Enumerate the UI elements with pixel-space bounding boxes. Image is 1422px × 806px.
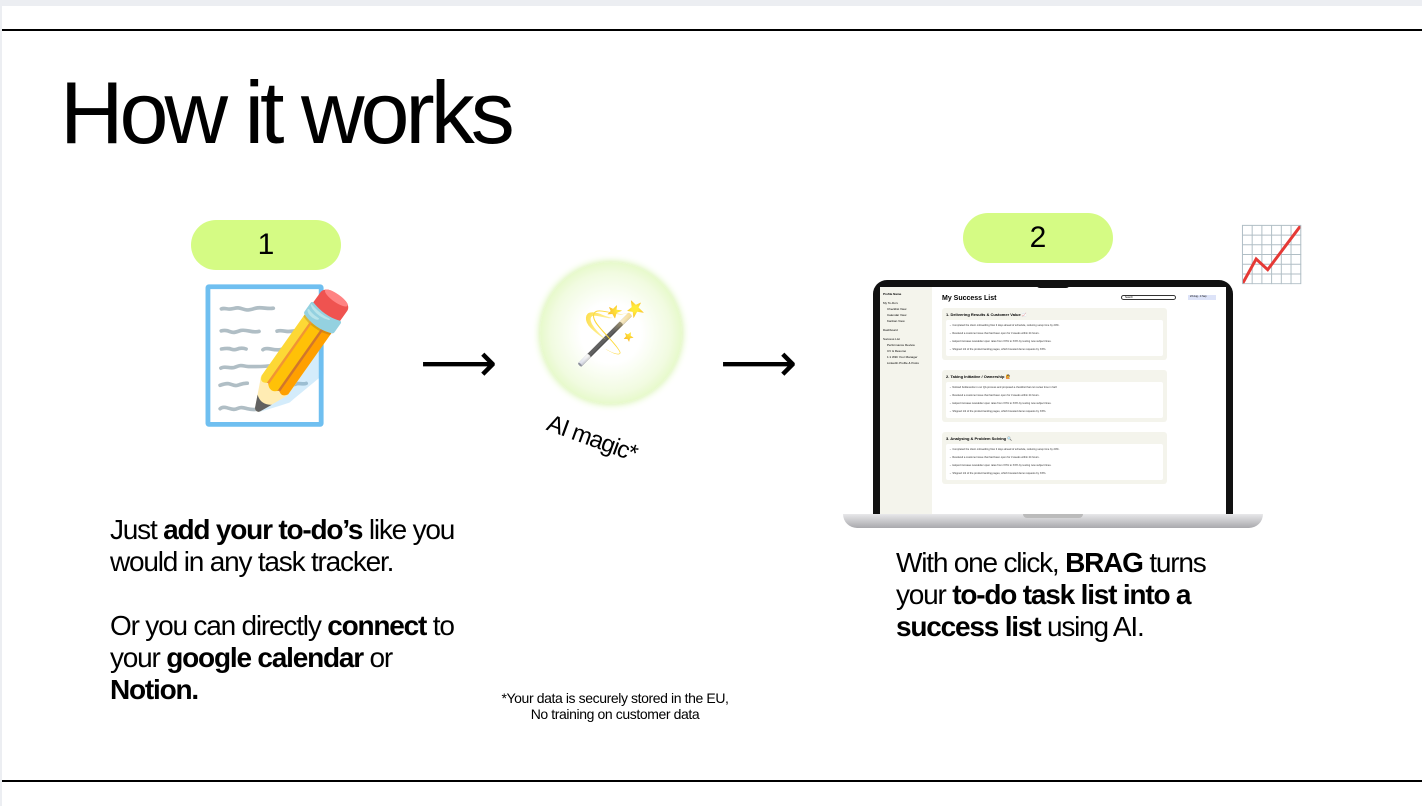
sidebar-item: Kanban View (887, 319, 905, 323)
success-section: 2. Taking Initiative / Ownership 🙋 → Noti… (942, 370, 1167, 422)
list-item: → Helped increase newsletter open rates … (949, 340, 1052, 343)
list-item: → Noticed bottlenecks in our QA process … (949, 386, 1058, 389)
text: turns your (896, 547, 1207, 610)
list-item: → Resolved a customer issue that had bee… (949, 456, 1040, 459)
page-title: How it works (60, 63, 515, 162)
chart-rocket-icon: 📈 (1238, 228, 1305, 282)
step-1-description: Just add your to-do’s like you would in … (110, 514, 490, 706)
laptop-base (843, 514, 1263, 528)
text: Notion. (110, 674, 199, 705)
step-1-badge: 1 (191, 220, 341, 270)
bottom-divider (2, 780, 1422, 782)
text: to your (110, 610, 455, 673)
text: using AI. (1040, 611, 1145, 642)
item-text: Helped increase newsletter open rates fr… (952, 464, 1052, 467)
list-item: → Shipped 1/2 of the product landing pag… (949, 472, 1047, 475)
list-item: → Shipped 1/2 of the product landing pag… (949, 348, 1047, 351)
sidebar-item: CV & Resumé (887, 349, 907, 353)
text: Or you can directly (110, 610, 328, 641)
wand-glyph: 🪄 (573, 299, 649, 367)
footnote-line: No training on customer data (530, 706, 700, 722)
text: to-do task list into a success list (896, 579, 1192, 642)
app-screenshot: Profile Name My To-Do's Checklist View C… (880, 287, 1226, 514)
item-text: Shipped 1/2 of the product landing pages… (952, 348, 1047, 351)
success-section: 1. Delivering Results & Customer Value 📈… (942, 308, 1167, 360)
text: Just (110, 514, 164, 545)
laptop-mockup: Profile Name My To-Do's Checklist View C… (843, 280, 1263, 530)
app-sidebar: Profile Name My To-Do's Checklist View C… (880, 287, 932, 514)
item-text: Completed the client onboarding flow 3 d… (952, 324, 1060, 327)
magic-wand-icon: 🪄 (540, 262, 682, 404)
sidebar-item: Profile Name (883, 292, 902, 296)
text: BRAG (1065, 547, 1144, 578)
list-item: → Helped increase newsletter open rates … (949, 402, 1052, 405)
item-text: Resolved a customer issue that had been … (952, 394, 1040, 397)
arrow-right-icon: ⟶ (720, 331, 798, 394)
list-item: → Resolved a customer issue that had bee… (949, 394, 1040, 397)
text: google calendar (166, 642, 364, 673)
sidebar-item: Checklist View (887, 307, 907, 311)
sidebar-item: 1:1 With Your Manager (887, 355, 918, 359)
app-heading: My Success List (942, 295, 997, 302)
list-item: → Shipped 1/2 of the product landing pag… (949, 410, 1047, 413)
item-text: Resolved a customer issue that had been … (952, 456, 1040, 459)
section-title: 3. Analysing & Problem Solving 🔍 (946, 436, 1013, 441)
footnote: *Your data is securely stored in the EU,… (470, 690, 760, 722)
text: connect (327, 610, 427, 641)
camera-notch (1036, 280, 1070, 288)
sidebar-item: Performance Review (887, 343, 915, 347)
section-title: 2. Taking Initiative / Ownership 🙋 (946, 374, 1011, 379)
item-text: Noticed bottlenecks in our QA process an… (952, 386, 1058, 389)
footnote-line: *Your data is securely stored in the EU, (501, 690, 729, 706)
item-text: Completed the client onboarding flow 3 d… (952, 448, 1060, 451)
success-section: 3. Analysing & Problem Solving 🔍 → Comple… (942, 432, 1167, 484)
sidebar-item: My To-Do's (883, 301, 898, 305)
text: like you would in any task tracker. (110, 514, 455, 577)
item-text: Helped increase newsletter open rates fr… (952, 402, 1052, 405)
item-text: Helped increase newsletter open rates fr… (952, 340, 1052, 343)
sidebar-item: Dashboard (883, 328, 898, 332)
notepad-icon: 📝 (196, 279, 358, 431)
arrow-right-icon: ⟶ (420, 331, 498, 394)
step-2-badge: 2 (963, 213, 1113, 263)
sidebar-item: Calendar View (887, 313, 907, 317)
section-title: 1. Delivering Results & Customer Value 📈 (946, 312, 1027, 317)
app-date: 23 Aug - 4 Sep (1188, 295, 1216, 300)
list-item: → Helped increase newsletter open rates … (949, 464, 1052, 467)
step-2-description: With one click, BRAG turns your to-do ta… (896, 547, 1246, 643)
app-main: My Success List Search 23 Aug - 4 Sep 1.… (932, 287, 1226, 514)
sidebar-item: Success List (883, 337, 900, 341)
app-search: Search (1121, 295, 1176, 300)
item-text: Resolved a customer issue that had been … (952, 332, 1040, 335)
text: or (362, 642, 394, 673)
sidebar-item: LinkedIn Profile & Posts (887, 361, 919, 365)
top-divider (2, 29, 1422, 31)
item-text: Shipped 1/2 of the product landing pages… (952, 472, 1047, 475)
list-item: → Completed the client onboarding flow 3… (949, 448, 1060, 451)
text: add your to-do’s (163, 514, 363, 545)
item-text: Shipped 1/2 of the product landing pages… (952, 410, 1047, 413)
chart-icon: 📈 (1238, 223, 1306, 286)
text: With one click, (896, 547, 1066, 578)
list-item: → Completed the client onboarding flow 3… (949, 324, 1060, 327)
list-item: → Resolved a customer issue that had bee… (949, 332, 1040, 335)
